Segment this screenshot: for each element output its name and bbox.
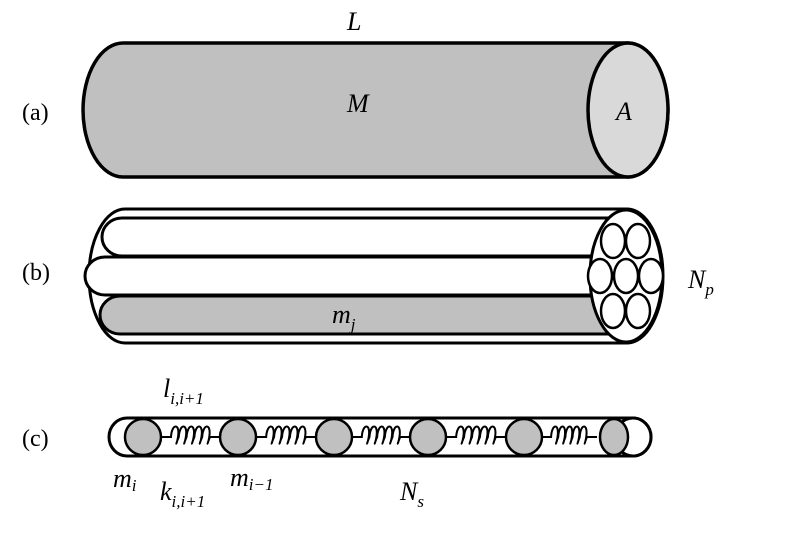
bead-6 [598, 417, 630, 457]
strand-count-label: Np [687, 265, 714, 299]
bead-2 [218, 417, 258, 457]
bead-5 [504, 417, 544, 457]
total-mass-label: M [346, 89, 370, 118]
link-length-label: li,i+1 [163, 374, 204, 408]
bead-1 [123, 417, 163, 457]
strand-middle [83, 255, 612, 297]
bead-mass-label: mi [113, 464, 137, 495]
strand-mass-label: mj [332, 300, 356, 334]
spring-4 [445, 425, 507, 445]
area-label: A [614, 97, 632, 126]
springs [160, 425, 597, 445]
panel-b-label: (b) [22, 260, 50, 286]
beads [123, 417, 630, 457]
strand-top [100, 216, 612, 258]
cylinder-cross-section-face [586, 41, 670, 179]
strand-cross-sections [586, 222, 665, 330]
bead-3 [314, 417, 354, 457]
adjacent-mass-label: mi−1 [230, 463, 273, 494]
panel-a: (a) L M A [22, 7, 670, 179]
panel-c: (c) li,i+1 mi ki,i+1 mi−1 Ns [22, 374, 653, 511]
strand-bottom-highlighted [98, 294, 612, 336]
length-label: L [346, 7, 361, 36]
segment-count-label: Ns [399, 477, 424, 511]
spring-constant-label: ki,i+1 [160, 477, 205, 511]
spring-1 [160, 425, 221, 445]
bead-4 [408, 417, 448, 457]
continuum-cylinder-body [81, 41, 670, 179]
spring-3 [351, 425, 411, 445]
panel-b: (b) mj Np [22, 207, 714, 345]
panel-a-label: (a) [22, 100, 49, 126]
bead-spring-tube [107, 416, 653, 458]
spring-2 [255, 425, 317, 445]
spring-5 [541, 425, 597, 445]
panel-c-label: (c) [22, 426, 49, 452]
